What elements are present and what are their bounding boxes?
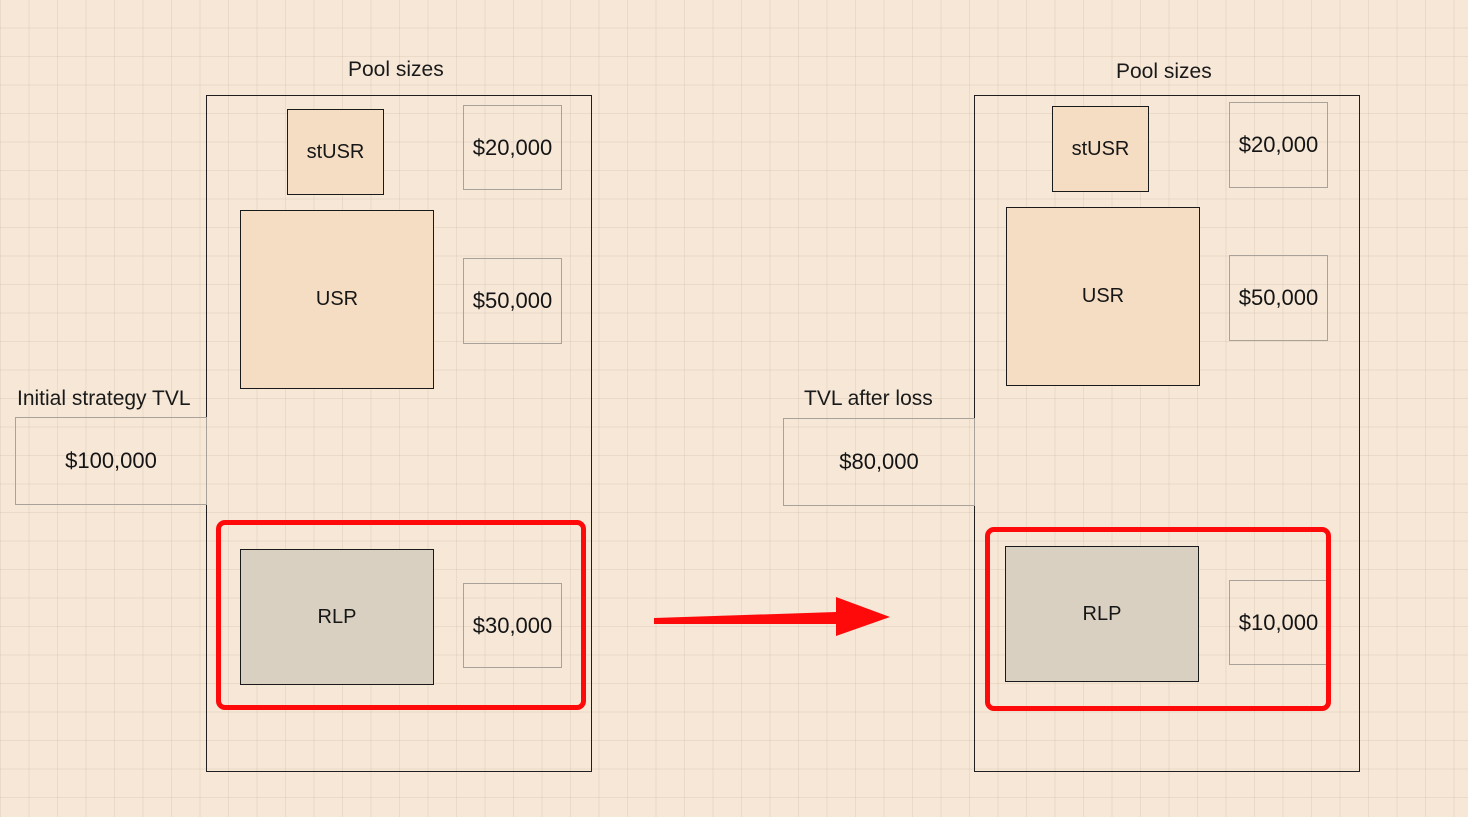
left-tvl-label: Initial strategy TVL xyxy=(17,387,191,410)
right-tvl-value: $80,000 xyxy=(783,418,975,506)
arrow-right-icon xyxy=(654,597,890,636)
right-pool-stusr: stUSR xyxy=(1052,106,1149,192)
right-stusr-value: $20,000 xyxy=(1229,102,1328,188)
left-rlp-highlight xyxy=(216,520,586,710)
left-pool-stusr: stUSR xyxy=(287,109,384,195)
left-usr-value: $50,000 xyxy=(463,258,562,344)
right-pool-rlp: RLP xyxy=(1005,546,1199,682)
right-pool-usr: USR xyxy=(1006,207,1200,386)
right-usr-value: $50,000 xyxy=(1229,255,1328,341)
left-pool-usr: USR xyxy=(240,210,434,389)
left-rlp-value: $30,000 xyxy=(463,583,562,668)
left-stusr-value: $20,000 xyxy=(463,105,562,190)
left-pool-rlp: RLP xyxy=(240,549,434,685)
right-pool-sizes-title: Pool sizes xyxy=(1116,60,1212,83)
right-tvl-label: TVL after loss xyxy=(804,387,933,410)
left-tvl-value: $100,000 xyxy=(15,417,207,505)
right-rlp-highlight xyxy=(985,527,1331,711)
left-pool-sizes-title: Pool sizes xyxy=(348,58,444,81)
